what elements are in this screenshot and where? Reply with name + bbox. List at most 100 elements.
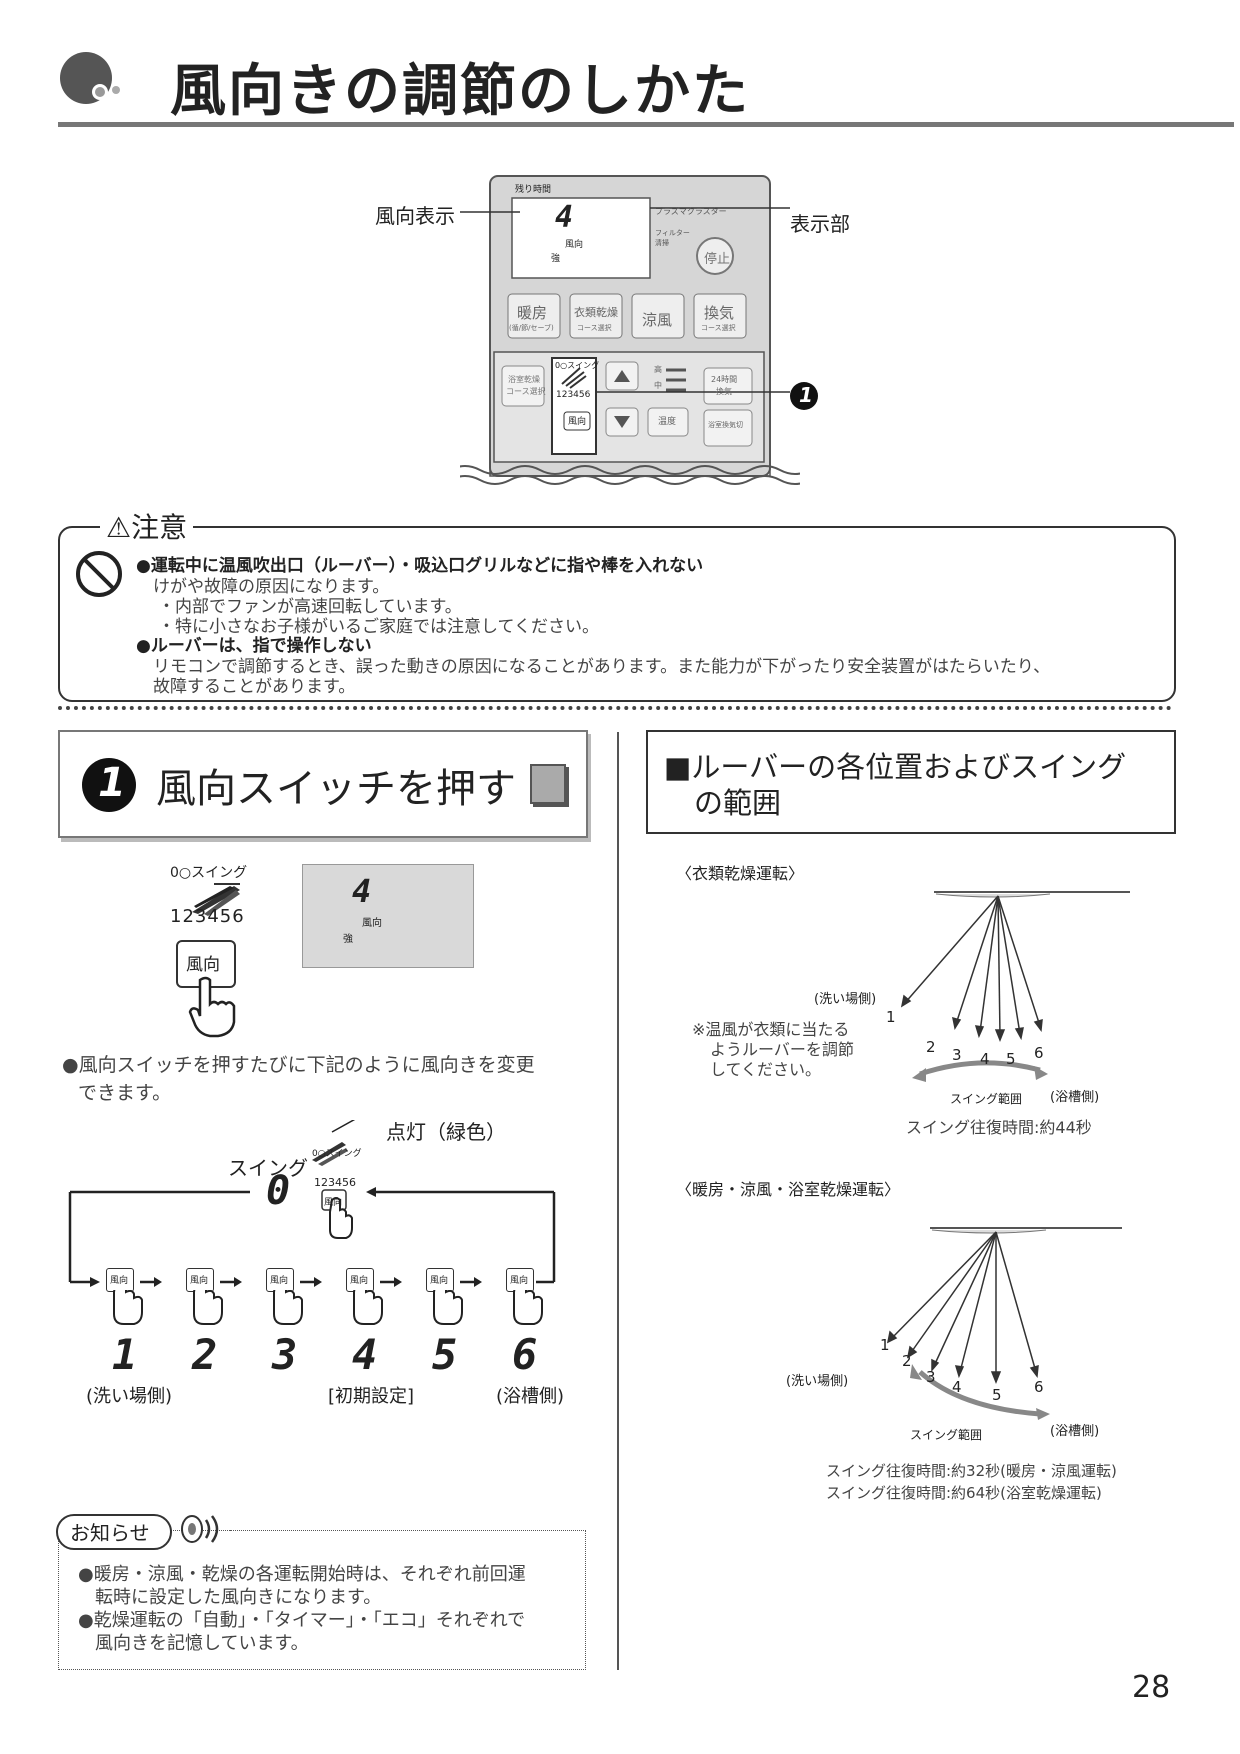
laundry-tub-side: (浴槽側) [1050, 1090, 1100, 1105]
caution-item1-heading: ●運転中に温風吹出口（ルーバー）・吸込口グリルなどに指や棒を入れない [136, 556, 704, 576]
mini-digits: 123456 [314, 1176, 356, 1189]
louver-title-line1: ■ルーバーの各位置およびスイング [664, 750, 1127, 784]
step1-lcd-wind: 風向 [362, 918, 382, 929]
step1-square-icon [530, 764, 566, 804]
heating-swing-time2: スイング往復時間:約64秒(浴室乾燥運転) [826, 1484, 1102, 1502]
seq-digit-5: 5 [432, 1330, 458, 1379]
seq-button-4-label: 風向 [350, 1276, 369, 1286]
remote-btn-heating-sub: (循/節/セーブ) [509, 324, 554, 332]
remote-panel-bath-vent[interactable]: 浴室換気切 [708, 421, 743, 429]
seq-digit-6: 6 [512, 1330, 538, 1379]
step1-lcd-digit: 4 [352, 872, 372, 910]
remote-btn-vent[interactable]: 換気 [704, 304, 735, 322]
remote-plasma: プラズマクラスター [655, 207, 727, 216]
seq-digit-3: 3 [272, 1330, 298, 1379]
remote-btn-cool[interactable]: 涼風 [642, 311, 673, 329]
heating-swing-range: スイング範囲 [910, 1428, 983, 1442]
seq-button-1-label: 風向 [110, 1276, 129, 1286]
caution-item1-line3: ・特に小さなお子様がいるご家庭では注意してください。 [158, 617, 599, 637]
notice-line4: 風向きを記憶しています。 [95, 1633, 309, 1654]
heating-swing-time1: スイング往復時間:約32秒(暖房・涼風運転) [826, 1462, 1117, 1480]
laundry-pos-6: 6 [1034, 1044, 1044, 1062]
mini-wind-button: 風向 [324, 1198, 343, 1208]
notice-title-line [230, 1530, 584, 1531]
step1-lcd-panel [302, 864, 474, 968]
notice-title: お知らせ [70, 1521, 150, 1545]
seq-button-4 [346, 1268, 374, 1292]
remote-control [460, 175, 800, 485]
laundry-pos-2: 2 [926, 1038, 936, 1056]
laundry-pos-1: 1 [886, 1008, 896, 1026]
seq-digit-1: 1 [112, 1330, 138, 1379]
remote-btn-vent-sub: コース選択 [701, 324, 736, 332]
seq-button-3-label: 風向 [270, 1276, 289, 1286]
laundry-pos-4: 4 [980, 1050, 990, 1068]
seq-button-5 [426, 1268, 454, 1292]
step-marker-1-label: 1 [799, 383, 813, 407]
remote-panel-bath-dry: 浴室乾燥 [508, 375, 540, 384]
heating-pos-1: 1 [880, 1336, 890, 1354]
notice-line3: ●乾燥運転の「自動」・「タイマー」・「エコ」それぞれで [78, 1610, 526, 1631]
heating-pos-2: 2 [902, 1352, 912, 1370]
dotted-divider [58, 706, 1172, 710]
pointing-hand-icon [188, 976, 236, 1038]
louver-title-line2: の範囲 [694, 786, 782, 820]
remote-panel-swing: 0○スイング [555, 361, 600, 370]
laundry-swing-range: スイング範囲 [950, 1092, 1023, 1106]
remote-btn-heating[interactable]: 暖房 [517, 304, 548, 322]
heating-heading: 〈暖房・涼風・浴室乾燥運転〉 [676, 1180, 901, 1199]
remote-remaining-time: 残り時間 [515, 185, 552, 195]
laundry-note-line3: してください。 [710, 1060, 822, 1079]
step1-desc-line2: できます。 [78, 1082, 172, 1104]
step1-swing-label: 0○スイング [170, 865, 248, 881]
laundry-pos-5: 5 [1006, 1050, 1016, 1068]
seq-digit-4: 4 [352, 1330, 378, 1379]
remote-panel-temp[interactable]: 温度 [658, 417, 677, 427]
laundry-note-line1: ※温風が衣類に当たる [692, 1020, 850, 1039]
laundry-louver-diagram [900, 891, 1130, 1082]
louver-title-box [646, 730, 1176, 834]
swing-fan-icon [192, 883, 240, 916]
seq-button-2-label: 風向 [190, 1276, 209, 1286]
laundry-swing-time: スイング往復時間:約44秒 [906, 1118, 1092, 1137]
caution-item1-line1: けがや故障の原因になります。 [153, 577, 390, 597]
header-rule [58, 122, 1234, 127]
laundry-pos-3: 3 [952, 1046, 962, 1064]
prohibited-icon [76, 551, 122, 597]
label-tub-side: (浴槽側) [496, 1386, 565, 1407]
caution-box [58, 526, 1176, 702]
seq-button-6 [506, 1268, 534, 1292]
wind-sequence-diagram [68, 1120, 556, 1287]
remote-stop-button[interactable]: 停止 [704, 252, 731, 267]
remote-panel-wind-button[interactable]: 風向 [568, 417, 587, 427]
swing-zero-digit: 0 [266, 1168, 291, 1214]
seq-button-6-label: 風向 [510, 1276, 529, 1286]
remote-btn-laundry[interactable]: 衣類乾燥 [574, 306, 618, 319]
heating-wash-side: (洗い場側) [786, 1374, 849, 1389]
column-divider [617, 732, 619, 1670]
notice-line2: 転時に設定した風向きになります。 [95, 1587, 382, 1608]
mini-swing-label: 0○スイング [312, 1149, 362, 1159]
seq-digit-2: 2 [192, 1330, 218, 1379]
label-initial-setting: [初期設定] [328, 1386, 415, 1407]
step1-desc-line1: ●風向スイッチを押すたびに下記のように風向きを変更 [62, 1054, 535, 1076]
heating-pos-6: 6 [1034, 1378, 1044, 1396]
remote-panel-mid: 中 [654, 381, 662, 390]
header-icon [58, 48, 138, 108]
step1-title: 風向スイッチを押す [156, 766, 516, 812]
remote-lcd-strong: 強 [551, 254, 561, 264]
label-wash-side: (洗い場側) [86, 1386, 173, 1407]
laundry-wash-side: (洗い場側) [814, 992, 877, 1007]
remote-btn-laundry-sub: コース選択 [577, 324, 612, 332]
laundry-heading: 〈衣類乾燥運転〉 [676, 864, 805, 883]
heating-pos-3: 3 [926, 1368, 936, 1386]
remote-panel-course: コース選択 [506, 387, 546, 396]
remote-panel-high: 高 [654, 365, 662, 374]
step-marker-1 [790, 382, 818, 410]
callout-wind-display: 風向表示 [375, 204, 455, 228]
remote-panel-24h[interactable]: 24時間 [711, 375, 738, 384]
caution-item2-heading: ●ルーバーは、指で操作しない [136, 636, 372, 656]
caution-item2-line1: リモコンで調節するとき、誤った動きの原因になることがあります。また能力が下がった… [153, 657, 1051, 677]
caution-item1-line2: ・内部でファンが高速回転しています。 [158, 597, 462, 617]
remote-filter2: 清掃 [655, 239, 669, 247]
